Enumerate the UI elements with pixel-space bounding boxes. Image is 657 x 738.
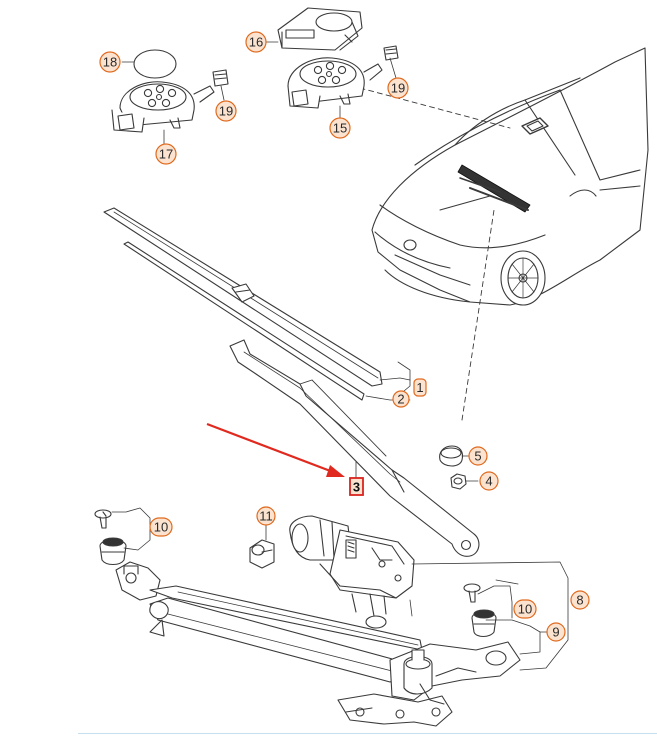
callout-8[interactable]: 8 [570, 590, 590, 610]
callout-1[interactable]: 1 [413, 378, 427, 397]
sensor-cover-16 [277, 7, 363, 51]
callout-10-left[interactable]: 10 [149, 517, 173, 537]
callout-10-right[interactable]: 10 [513, 599, 537, 619]
callout-label: 18 [103, 55, 117, 70]
callout-label: 3 [353, 480, 360, 495]
callout-15[interactable]: 15 [329, 117, 351, 139]
screw-10-right [463, 583, 481, 603]
pointer-arrow [206, 422, 345, 477]
callout-label: 1 [416, 380, 423, 395]
callout-label: 19 [391, 81, 405, 96]
callout-label: 2 [397, 392, 404, 407]
car-illustration [371, 47, 649, 306]
callout-label: 11 [259, 509, 273, 524]
callout-4[interactable]: 4 [479, 471, 499, 491]
wiper-linkage-frame [115, 561, 521, 727]
callout-19-top[interactable]: 19 [387, 77, 409, 99]
cap-5 [439, 445, 464, 467]
callout-2[interactable]: 2 [392, 390, 410, 408]
rain-sensor-17 [111, 81, 215, 133]
callout-19-left[interactable]: 19 [215, 100, 237, 122]
connector-19-left [212, 69, 229, 87]
callout-5[interactable]: 5 [468, 446, 488, 466]
gasket-18 [133, 49, 177, 79]
rain-sensor-15 [287, 57, 383, 109]
grommet-10-left [99, 537, 127, 566]
callout-label: 10 [518, 602, 532, 617]
callout-9[interactable]: 9 [546, 622, 566, 642]
callout-label: 4 [485, 474, 492, 489]
callout-18[interactable]: 18 [99, 51, 121, 73]
wiper-rubber-2 [123, 241, 365, 401]
bushing-11 [249, 539, 275, 569]
connector-19-top [383, 45, 399, 61]
callout-label: 10 [154, 520, 168, 535]
wiper-arm-3 [229, 339, 480, 557]
callout-label: 5 [474, 449, 481, 464]
callout-label: 19 [219, 104, 233, 119]
nut-4 [450, 473, 467, 490]
callout-label: 9 [552, 625, 559, 640]
callout-3-selected[interactable]: 3 [349, 477, 364, 496]
footer-divider [78, 733, 657, 734]
callout-17[interactable]: 17 [155, 143, 177, 165]
callout-label: 17 [159, 147, 173, 162]
callout-label: 16 [249, 35, 263, 50]
callout-16[interactable]: 16 [245, 31, 267, 53]
grommet-10-right [471, 609, 497, 638]
leader-lines [111, 41, 569, 671]
callout-label: 8 [576, 593, 583, 608]
screw-10-left [94, 509, 112, 529]
callout-11[interactable]: 11 [256, 506, 276, 526]
wiper-motor [289, 515, 415, 629]
callout-label: 15 [333, 121, 347, 136]
wiper-blade-1 [103, 207, 383, 387]
